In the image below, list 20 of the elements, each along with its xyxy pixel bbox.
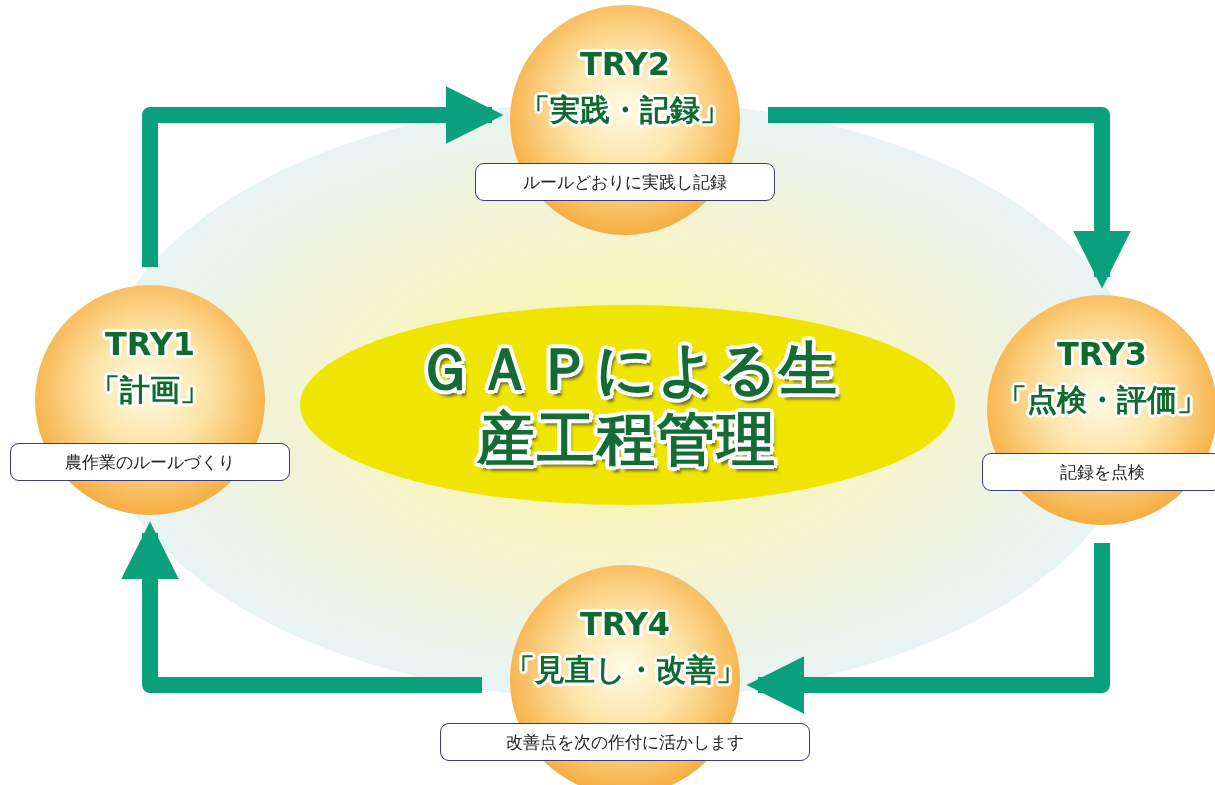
- step-number: TRY1: [103, 327, 197, 363]
- step-number: TRY4: [578, 607, 672, 643]
- step-description: 記録を点検: [982, 453, 1215, 491]
- step-description: 改善点を次の作付に活かします: [440, 723, 810, 761]
- center-title: ＧＡＰによる生産工程管理: [414, 335, 840, 475]
- step-title: 「点検・評価」: [996, 383, 1208, 416]
- step-title: 「計画」: [89, 373, 211, 406]
- cycle-arrow: [746, 543, 1110, 714]
- step-number: TRY3: [1055, 337, 1149, 373]
- step-description: ルールどおりに実践し記録: [475, 163, 775, 201]
- step-number: TRY2: [578, 47, 672, 83]
- step-node: [475, 5, 775, 235]
- cycle-arrow: [121, 521, 482, 693]
- step-node: [440, 565, 810, 785]
- cycle-arrow: [768, 107, 1131, 289]
- step-node: [10, 285, 290, 515]
- step-title: 「実践・記録」: [519, 93, 731, 126]
- step-description: 農作業のルールづくり: [10, 443, 290, 481]
- cycle-arrow: [142, 86, 504, 267]
- step-title: 「見直し・改善」: [503, 653, 747, 686]
